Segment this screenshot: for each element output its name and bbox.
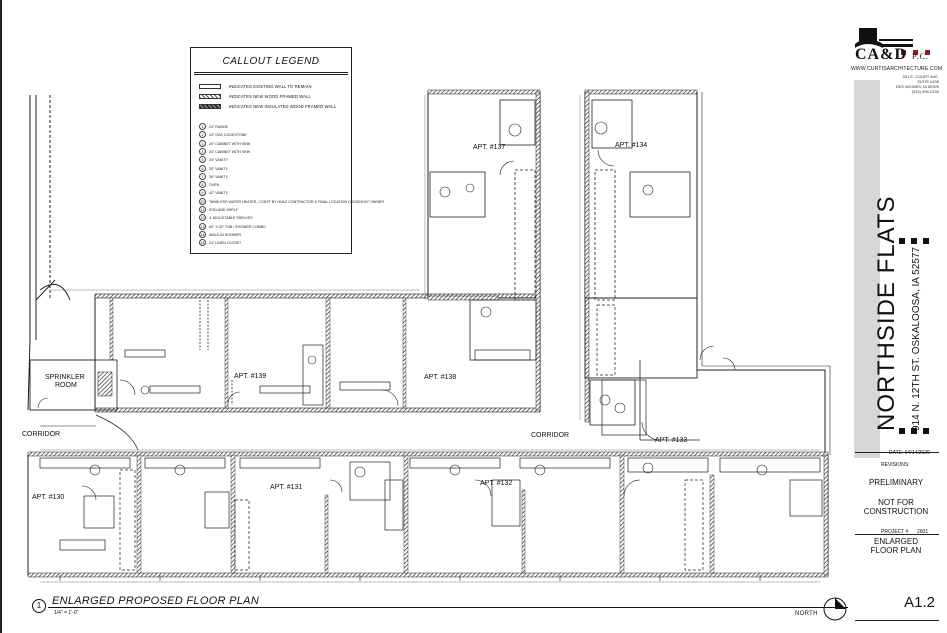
callout-legend: CALLOUT LEGEND INDICATES EXISTING WALL T… [190,47,384,254]
room-label-apt-138: APT. #138 [424,374,457,381]
room-label-corridor-east: CORRIDOR [531,432,570,439]
status-construction: CONSTRUCTION [863,507,929,516]
legend-item-number: 11 [199,206,206,213]
status-not-for: NOT FOR [878,498,914,507]
legend-item-label: 24" CABINET WITH SINK [209,141,251,146]
firm-logo-icon [855,28,930,55]
legend-divider [194,74,348,75]
legend-wall-text: INDICATES NEW INSULATED WOOD FRAMED WALL [229,104,337,109]
legend-item-label: 36" VANITY [209,174,228,179]
legend-item-label: ROD AND SHELF [209,208,238,212]
room-label-apt-132: APT. #132 [480,480,513,487]
status-preliminary: PRELIMINARY [868,478,924,487]
project-name: NORTHSIDE FLATS [873,195,900,431]
legend-item-label: OVEN [209,183,220,188]
project-address: 914 N. 12TH ST. OSKALOOSA, IA 52577 [911,247,922,431]
revisions-label: REVISIONS: [881,462,910,468]
firm-address-line: 501 E. COURT AVE. [902,74,939,79]
legend-item-number: 12 [199,214,206,222]
room-label-apt-133: APT. #133 [655,437,688,444]
sprinkler-room [29,359,118,411]
legend-item-label: 4' ADJUSTABLE SHELVES [209,216,253,221]
sheet-title-line-1: ENLARGED [873,537,918,546]
room-label-apt-131: APT. #131 [270,484,303,491]
legend-item-label: WALK-IN SHOWER [209,232,242,237]
apt-133-block [601,92,831,455]
legend-item-label: TANKLESS WATER HEATER, CONTF BY HVAC CON… [209,199,384,204]
firm-address-line: SUITE #105 [917,79,939,84]
north-label: NORTH [795,611,818,617]
legend-item-number: 3 [199,139,206,147]
legend-item-number: 5 [199,156,206,164]
room-label-apt-139: APT. #139 [234,373,267,380]
north-corridor-block [94,293,541,413]
legend-item-label: 24" RANGE [209,125,229,129]
corridor-door [40,414,139,451]
legend-item-number: 7 [199,172,206,180]
room-label-sprinkler-room: ROOM [55,382,77,389]
legend-item-number: 2 [199,131,206,139]
plan-number-bubble: 1 [32,599,46,613]
legend-item-number: 1 [199,123,206,130]
title-block-markers [899,238,929,434]
title-block-band [854,80,880,458]
legend-title: CALLOUT LEGEND [222,56,320,67]
south-block [27,451,829,581]
legend-wall-swatch-insulated [199,104,221,109]
plan-title-underline [48,607,848,608]
apt-134-block [584,89,698,426]
firm-website: WWW.CURTISARCHITECTURE.COM [851,66,943,72]
legend-item-number: 9 [199,189,206,197]
legend-wall-text: INDICATES EXISTING WALL TO REMAIN [229,84,312,89]
room-label-apt-134: APT. #134 [615,142,648,149]
room-label-apt-137: APT. #137 [473,144,506,151]
legend-wall-swatch-existing [199,84,221,89]
legend-item-label: 60" X 32" TUB / SHOWER COMBO [209,224,266,229]
legend-item-number: 14 [199,230,206,238]
legend-item-number: 15 [199,239,206,247]
project-number-label: PROJECT # [881,529,909,535]
legend-item-label: 24" LINEN CLOSET [209,241,242,246]
north-arrow-icon [823,597,847,621]
title-block: CA&D P.C. WWW.CURTISARCHITECTURE.COM 501… [851,8,943,630]
room-label-apt-130: APT. #130 [32,494,65,501]
title-block-divider [855,534,939,535]
apt-137-block [427,89,541,411]
legend-item-number: 4 [199,147,206,155]
plan-title-text: ENLARGED PROPOSED FLOOR PLAN [52,595,260,607]
legend-item-label: 24" CABINET WITH SINK [209,149,251,154]
legend-item-label: 24" GAS COOKSTONE [209,133,247,138]
title-block-divider [855,452,939,453]
sheet-title-line-2: FLOOR PLAN [870,546,922,555]
room-label-corridor-west: CORRIDOR [22,431,61,438]
legend-wall-text: INDICATES NEW WOOD FRAMED WALL [229,94,311,99]
legend-item-number: 13 [199,222,206,230]
firm-name: CA&D P.C. [855,46,929,63]
room-label-sprinkler: SPRINKLER [45,374,85,381]
legend-item-number: 6 [199,164,206,172]
west-wing-walls [27,95,71,411]
legend-item-number: 10 [199,197,206,205]
sheet-number: A1.2 [904,594,935,611]
legend-item-number: 8 [199,181,206,189]
project-date: DATE: 04/14/2020 [889,450,930,456]
firm-address-line: DES MOINES, IA 50309 [895,84,939,89]
plan-scale: 1/4" = 1'-0" [54,610,79,616]
firm-address-line: (515) 555-0190 [911,89,939,94]
legend-divider [194,72,348,73]
legend-item-label: 24" VANITY [209,158,228,163]
project-number: 2601 [917,529,929,535]
legend-wall-swatch-wood [199,94,221,99]
title-block-divider [855,620,939,621]
dimension-strings [40,95,820,583]
legend-item-label: 30" VANITY [209,166,228,171]
legend-item-label: 42" VANITY [209,191,228,196]
